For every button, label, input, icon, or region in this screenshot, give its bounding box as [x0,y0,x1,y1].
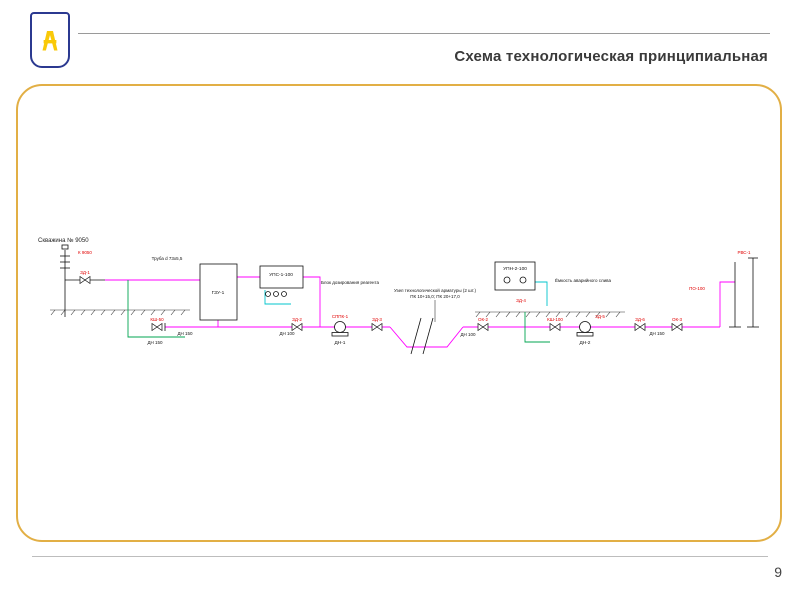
tag-label: ЗД-1 [80,270,90,275]
tag-label: ЗД-6 [635,317,645,322]
tag-label: КШ-50 [150,317,164,322]
tag-label: ЗД-2 [292,317,302,322]
tag-label: ЗД-4 [516,298,526,303]
valve-symbols [79,275,683,332]
rosneft-derrick-icon [42,31,58,51]
pump-2-label: ДН-2 [580,340,591,346]
valve-icon [291,322,303,332]
valve-icon [151,322,163,332]
upn-label: УПН-2-100 [503,266,527,272]
pipe-label: ДН 150 [147,340,163,345]
note-node-1: Узел технологической арматуры (2 шт.) [394,287,477,293]
tag-label: ПО-100 [689,286,705,291]
gzu-label: ГЗУ-1 [212,290,225,296]
cyan-pipelines [264,281,548,306]
tag-label: К 9050 [78,250,92,255]
note-tank: Ёмкость аварийного слива [555,277,611,283]
ground-hatch-left [50,309,190,316]
pipe-label: ДН 100 [460,332,476,337]
pump-1-label: ДН-1 [335,340,346,346]
valve-icon [79,275,91,285]
footer-divider [32,556,768,557]
pipe-label: ДН 150 [177,331,193,336]
slide-title: Схема технологическая принципиальная [454,48,768,65]
header-divider [78,33,770,34]
upn-vessel [494,261,536,291]
page-number: 9 [774,564,782,580]
valve-icon [371,322,383,332]
note-node-2: ПК 10+15,0; ПК 20+17,0 [410,294,460,299]
process-diagram: Скважина № 9050 ГЗУ-1 УПС-1-100 УПН-2-10… [38,237,759,355]
pipe-label: ДН 150 [649,331,665,336]
note-dosing: Блок дозирования реагента [321,280,380,285]
tag-label: ОК-2 [478,317,489,322]
well-label: Скважина № 9050 [38,237,89,244]
company-logo [30,12,70,68]
tag-label: СППК-1 [332,314,349,319]
creek-slash [422,317,434,355]
content-frame [16,84,782,542]
valve-icon [634,322,646,332]
pump-1-icon [334,321,346,333]
pipe-label: ДН 100 [279,331,295,336]
green-pipelines [127,280,550,343]
pump-2-icon [579,321,591,333]
tag-label: РВС-1 [737,250,751,255]
valve-icon [477,322,489,332]
gzu-unit [199,263,238,321]
note-tube: Труба d 73х5,5 [152,256,183,261]
valve-icon [671,322,683,332]
tag-label: ЗД-5 [595,314,605,319]
ups-label: УПС-1-100 [269,272,293,278]
equipment-symbols [164,257,759,355]
tag-label: КШ-100 [547,317,563,322]
tag-label: ЗД-3 [372,317,382,322]
creek-slash [410,317,422,355]
tag-label: ОК-3 [672,317,683,322]
ups-vessel [259,265,304,289]
ground-hatch-right [475,311,625,318]
valve-icon [549,322,561,332]
